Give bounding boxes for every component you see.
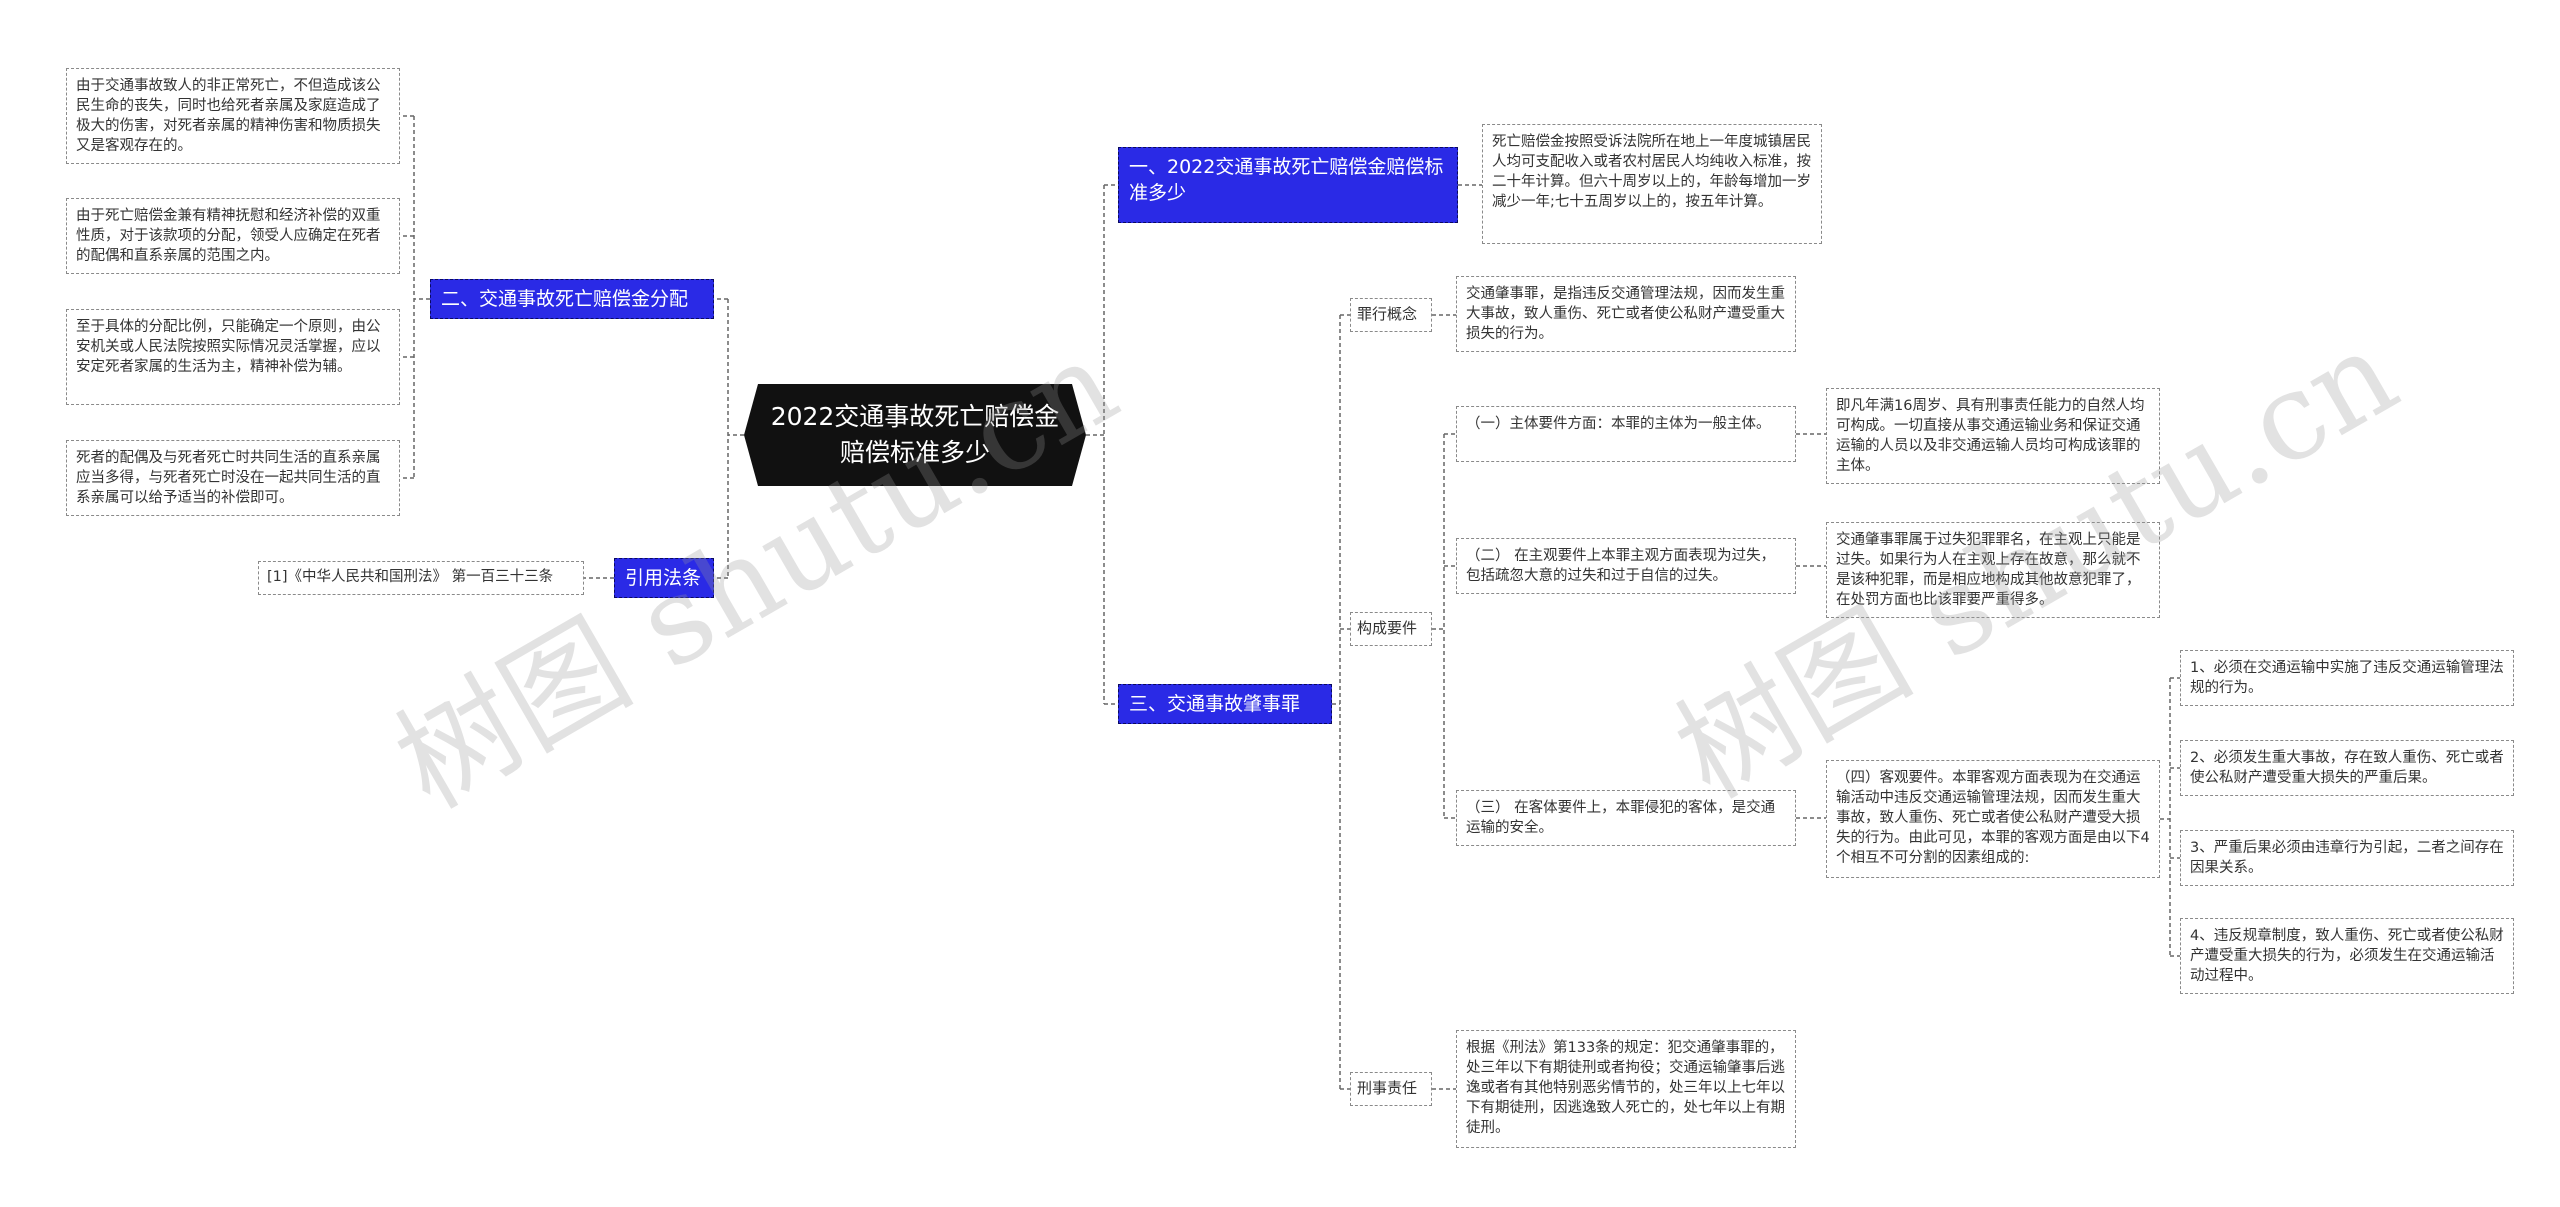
leaf-text: 即凡年满16周岁、具有刑事责任能力的自然人均可构成。一切直接从事交通运输业务和保…: [1836, 398, 2145, 474]
leaf-text: 根据《刑法》第133条的规定：犯交通肇事罪的，处三年以下有期徒刑或者拘役；交通运…: [1466, 1040, 1785, 1136]
sub-constitutive-elements[interactable]: 构成要件: [1350, 612, 1432, 646]
leaf-text: 由于交通事故致人的非正常死亡，不但造成该公民生命的丧失，同时也给死者亲属及家庭造…: [76, 78, 381, 154]
branch-death-compensation-standard[interactable]: 一、2022交通事故死亡赔偿金赔偿标准多少: [1118, 147, 1458, 223]
branch-cited-law[interactable]: 引用法条: [614, 558, 714, 598]
branch-label: 二、交通事故死亡赔偿金分配: [441, 288, 689, 310]
leaf-text: 交通肇事罪，是指违反交通管理法规，因而发生重大事故，致人重伤、死亡或者使公私财产…: [1466, 286, 1785, 342]
leaf-compensation-standard[interactable]: 死亡赔偿金按照受诉法院所在地上一年度城镇居民人均可支配收入或者农村居民人均纯收入…: [1482, 124, 1822, 244]
leaf-text: 4、违反规章制度，致人重伤、死亡或者使公私财产遭受重大损失的行为，必须发生在交通…: [2190, 928, 2504, 984]
leaf-text: 2、必须发生重大事故，存在致人重伤、死亡或者使公私财产遭受重大损失的严重后果。: [2190, 750, 2504, 786]
leaf-text: 交通肇事罪属于过失犯罪罪名，在主观上只能是过失。如果行为人在主观上存在故意，那么…: [1836, 532, 2141, 608]
leaf-text: 死者的配偶及与死者死亡时共同生活的直系亲属应当多得，与死者死亡时没在一起共同生活…: [76, 450, 381, 506]
leaf-subjective-element-detail[interactable]: 交通肇事罪属于过失犯罪罪名，在主观上只能是过失。如果行为人在主观上存在故意，那么…: [1826, 522, 2160, 618]
sub-crime-concept[interactable]: 罪行概念: [1350, 298, 1432, 332]
sub-label: 罪行概念: [1357, 305, 1418, 323]
root-node[interactable]: 2022交通事故死亡赔偿金赔偿标准多少: [744, 384, 1086, 486]
leaf-text: 1、必须在交通运输中实施了违反交通运输管理法规的行为。: [2190, 660, 2504, 696]
leaf-distribution-reason[interactable]: 由于交通事故致人的非正常死亡，不但造成该公民生命的丧失，同时也给死者亲属及家庭造…: [66, 68, 400, 164]
leaf-objective-factor-2[interactable]: 2、必须发生重大事故，存在致人重伤、死亡或者使公私财产遭受重大损失的严重后果。: [2180, 740, 2514, 796]
sub-label: 构成要件: [1357, 619, 1418, 637]
leaf-subjective-element[interactable]: （二） 在主观要件上本罪主观方面表现为过失，包括疏忽大意的过失和过于自信的过失。: [1456, 538, 1796, 594]
leaf-text: （四）客观要件。本罪客观方面表现为在交通运输活动中违反交通运输管理法规，因而发生…: [1836, 770, 2150, 866]
leaf-text: （二） 在主观要件上本罪主观方面表现为过失，包括疏忽大意的过失和过于自信的过失。: [1466, 548, 1776, 584]
leaf-distribution-ratio[interactable]: 至于具体的分配比例，只能确定一个原则，由公安机关或人民法院按照实际情况灵活掌握，…: [66, 309, 400, 405]
leaf-crime-definition[interactable]: 交通肇事罪，是指违反交通管理法规，因而发生重大事故，致人重伤、死亡或者使公私财产…: [1456, 276, 1796, 352]
leaf-criminal-liability[interactable]: 根据《刑法》第133条的规定：犯交通肇事罪的，处三年以下有期徒刑或者拘役；交通运…: [1456, 1030, 1796, 1148]
leaf-text: （一）主体要件方面：本罪的主体为一般主体。: [1466, 416, 1771, 432]
leaf-text: [1]《中华人民共和国刑法》 第一百三十三条: [267, 569, 554, 585]
leaf-text: 死亡赔偿金按照受诉法院所在地上一年度城镇居民人均可支配收入或者农村居民人均纯收入…: [1492, 134, 1811, 210]
leaf-text: 3、严重后果必须由违章行为引起，二者之间存在因果关系。: [2190, 840, 2504, 876]
leaf-distribution-relatives[interactable]: 死者的配偶及与死者死亡时共同生活的直系亲属应当多得，与死者死亡时没在一起共同生活…: [66, 440, 400, 516]
leaf-subject-element-detail[interactable]: 即凡年满16周岁、具有刑事责任能力的自然人均可构成。一切直接从事交通运输业务和保…: [1826, 388, 2160, 484]
leaf-text: 由于死亡赔偿金兼有精神抚慰和经济补偿的双重性质，对于该款项的分配，领受人应确定在…: [76, 208, 381, 264]
leaf-distribution-scope[interactable]: 由于死亡赔偿金兼有精神抚慰和经济补偿的双重性质，对于该款项的分配，领受人应确定在…: [66, 198, 400, 274]
leaf-criminal-law-citation[interactable]: [1]《中华人民共和国刑法》 第一百三十三条: [258, 561, 584, 595]
leaf-objective-factor-4[interactable]: 4、违反规章制度，致人重伤、死亡或者使公私财产遭受重大损失的行为，必须发生在交通…: [2180, 918, 2514, 994]
branch-label: 三、交通事故肇事罪: [1129, 693, 1301, 715]
leaf-objective-factor-1[interactable]: 1、必须在交通运输中实施了违反交通运输管理法规的行为。: [2180, 650, 2514, 706]
sub-label: 刑事责任: [1357, 1079, 1418, 1097]
sub-criminal-liability[interactable]: 刑事责任: [1350, 1072, 1432, 1106]
branch-compensation-distribution[interactable]: 二、交通事故死亡赔偿金分配: [430, 279, 714, 319]
leaf-objective-element[interactable]: （四）客观要件。本罪客观方面表现为在交通运输活动中违反交通运输管理法规，因而发生…: [1826, 760, 2160, 878]
branch-traffic-accident-crime[interactable]: 三、交通事故肇事罪: [1118, 684, 1332, 724]
branch-label: 一、2022交通事故死亡赔偿金赔偿标准多少: [1129, 156, 1444, 204]
leaf-objective-factor-3[interactable]: 3、严重后果必须由违章行为引起，二者之间存在因果关系。: [2180, 830, 2514, 886]
leaf-object-element[interactable]: （三） 在客体要件上，本罪侵犯的客体，是交通运输的安全。: [1456, 790, 1796, 846]
leaf-subject-element[interactable]: （一）主体要件方面：本罪的主体为一般主体。: [1456, 406, 1796, 462]
leaf-text: （三） 在客体要件上，本罪侵犯的客体，是交通运输的安全。: [1466, 800, 1776, 836]
root-title: 2022交通事故死亡赔偿金赔偿标准多少: [770, 402, 1060, 467]
leaf-text: 至于具体的分配比例，只能确定一个原则，由公安机关或人民法院按照实际情况灵活掌握，…: [76, 319, 381, 375]
branch-label: 引用法条: [625, 567, 702, 589]
